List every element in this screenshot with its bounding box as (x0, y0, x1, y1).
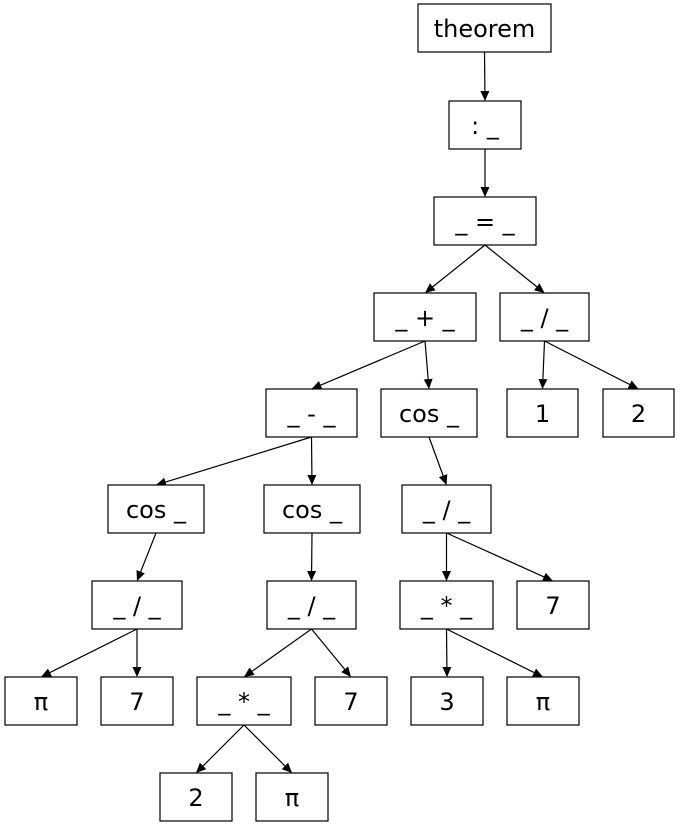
node-label: 7 (545, 592, 560, 620)
tree-edge-arrow (428, 436, 448, 485)
node-box (602, 388, 675, 438)
tree-node-times: _ * _ (399, 580, 494, 630)
node-label: 1 (535, 400, 550, 428)
node-label: _ * _ (420, 592, 473, 620)
node-box (159, 772, 233, 822)
tree-edge-arrow (544, 340, 639, 390)
tree-edge-arrow (423, 340, 433, 389)
node-label: _ + _ (394, 304, 455, 332)
tree-edge-arrow (136, 532, 157, 581)
node-label: 7 (129, 688, 144, 716)
node-box (516, 580, 590, 630)
tree-node-pi: π (255, 772, 329, 822)
tree-node-plus: _ + _ (373, 292, 477, 342)
node-box (506, 676, 580, 726)
tree-edge-arrow (446, 628, 544, 678)
node-box (448, 100, 522, 150)
node-box (107, 484, 205, 534)
tree-edge-arrow (244, 628, 312, 677)
node-label: _ / _ (287, 592, 336, 620)
node-box (506, 388, 579, 438)
tree-edges (41, 51, 639, 774)
node-label: 2 (631, 400, 646, 428)
tree-node-7: 7 (314, 676, 388, 726)
tree-edge-arrow (41, 628, 138, 678)
tree-node-minus: _ - _ (265, 388, 358, 438)
tree-node-divide: _ / _ (401, 484, 492, 534)
tree-node-1: 1 (506, 388, 579, 438)
tree-edge-arrow (484, 244, 545, 294)
tree-node-7: 7 (100, 676, 174, 726)
node-label: : _ (471, 112, 500, 140)
tree-node-divide: _ / _ (266, 580, 357, 630)
node-box (499, 292, 590, 342)
node-box (4, 676, 78, 726)
tree-edge-arrow (155, 436, 312, 487)
tree-node-7: 7 (516, 580, 590, 630)
tree-node-pi: π (4, 676, 78, 726)
node-label: 7 (343, 688, 358, 716)
tree-node-colon: : _ (448, 100, 522, 150)
tree-edge-arrow (196, 724, 245, 774)
tree-node-pi: π (506, 676, 580, 726)
node-label: π (34, 688, 48, 716)
node-box (410, 676, 484, 726)
tree-node-cos: cos _ (107, 484, 205, 534)
node-label: cos _ (399, 400, 460, 428)
node-label: _ * _ (217, 688, 270, 716)
node-label: _ = _ (454, 208, 515, 236)
tree-node-equals: _ = _ (433, 196, 537, 246)
node-box (417, 3, 552, 53)
tree-edge-arrow (311, 628, 351, 678)
node-box (91, 580, 183, 630)
node-box (314, 676, 388, 726)
node-label: _ / _ (422, 496, 471, 524)
tree-edge-arrow (243, 724, 293, 774)
node-label: 3 (439, 688, 454, 716)
node-box (255, 772, 329, 822)
tree-node-2: 2 (159, 772, 233, 822)
node-label: _ - _ (287, 400, 337, 428)
tree-edge-arrow (446, 532, 553, 582)
node-box (266, 580, 357, 630)
tree-edge-arrow (311, 340, 426, 390)
node-label: π (285, 784, 299, 812)
node-label: _ / _ (112, 592, 161, 620)
tree-node-cos: cos _ (380, 388, 478, 438)
node-box (100, 676, 174, 726)
node-label: π (536, 688, 550, 716)
node-box (196, 676, 292, 726)
tree-node-3: 3 (410, 676, 484, 726)
tree-node-theorem: theorem (417, 3, 552, 53)
tree-node-times: _ * _ (196, 676, 292, 726)
node-label: cos _ (126, 496, 187, 524)
tree-node-divide: _ / _ (499, 292, 590, 342)
node-box (263, 484, 361, 534)
tree-edge-arrow (425, 244, 486, 294)
node-label: 2 (188, 784, 203, 812)
node-box (433, 196, 537, 246)
tree-node-divide: _ / _ (91, 580, 183, 630)
tree-node-cos: cos _ (263, 484, 361, 534)
node-box (265, 388, 358, 438)
node-box (399, 580, 494, 630)
node-label: theorem (434, 15, 536, 43)
tree-edge-arrow (538, 340, 548, 389)
node-box (380, 388, 478, 438)
node-label: _ / _ (520, 304, 569, 332)
node-label: cos _ (282, 496, 343, 524)
node-box (373, 292, 477, 342)
tree-node-2: 2 (602, 388, 675, 438)
node-box (401, 484, 492, 534)
